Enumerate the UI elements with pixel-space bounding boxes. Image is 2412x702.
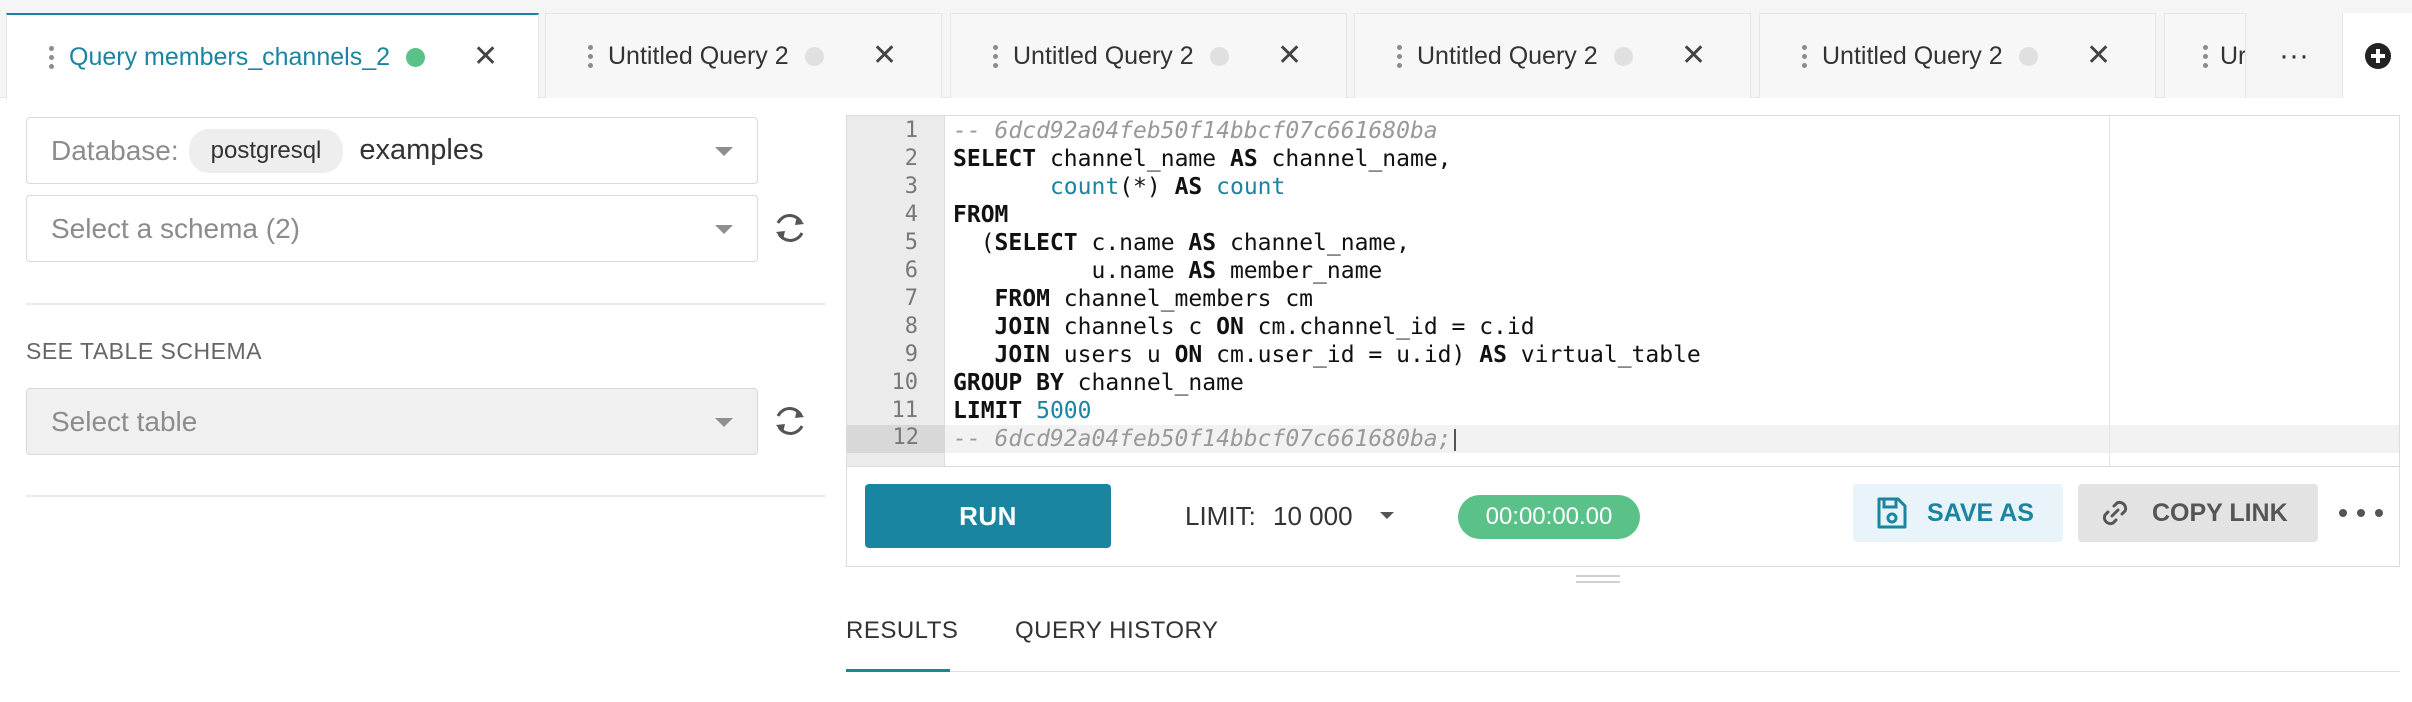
status-dot-icon <box>2018 46 2038 66</box>
limit-dropdown[interactable]: LIMIT: 10 000 <box>1185 501 1353 532</box>
code-line: FROM <box>953 202 1009 228</box>
divider <box>26 303 826 305</box>
code-line: (SELECT c.name AS channel_name, <box>953 230 1410 256</box>
query-tab-bar: Query members_channels_2 ✕ Untitled Quer… <box>0 0 2412 99</box>
active-tab-indicator <box>846 669 950 672</box>
line-number: 7 <box>904 286 918 311</box>
code-line: -- 6dcd92a04feb50f14bbcf07c661680ba; <box>953 426 1452 452</box>
copy-link-label: COPY LINK <box>2152 498 2288 527</box>
close-tab-icon[interactable]: ✕ <box>473 40 499 73</box>
query-tab-3[interactable]: Untitled Query 2 ✕ <box>950 13 1347 98</box>
line-number: 10 <box>891 370 919 395</box>
code-line: count(*) AS count <box>1049 174 1286 200</box>
tab-title: Ur <box>2220 41 2246 70</box>
divider <box>26 495 826 497</box>
sql-editor[interactable]: 1 2 3 4 5 6 7 8 9 10 11 12 -- 6dcd92a04f… <box>846 115 2400 467</box>
code-line: JOIN users u ON cm.user_id = u.id) AS vi… <box>994 342 1701 368</box>
save-as-label: SAVE AS <box>1927 498 2034 527</box>
code-line: -- 6dcd92a04feb50f14bbcf07c661680ba <box>953 118 1438 144</box>
close-tab-icon[interactable]: ✕ <box>872 39 898 72</box>
table-select[interactable]: Select table <box>26 388 758 455</box>
line-number: 5 <box>904 230 918 255</box>
chevron-down-icon[interactable] <box>1380 512 1394 519</box>
database-type-badge: postgresql <box>188 128 344 173</box>
plus-circle-icon <box>2364 42 2391 69</box>
drag-handle-icon[interactable] <box>1393 44 1405 68</box>
resize-handle[interactable] <box>1576 575 1620 587</box>
drag-handle-icon[interactable] <box>45 45 57 69</box>
query-toolbar: RUN LIMIT: 10 000 00:00:00.00 SAVE AS CO… <box>846 467 2400 567</box>
active-line-highlight <box>945 425 2399 453</box>
chevron-down-icon <box>715 225 733 234</box>
more-options-button[interactable] <box>2339 493 2383 533</box>
database-select[interactable]: Database: postgresql examples <box>26 117 758 184</box>
table-schema-heading: SEE TABLE SCHEMA <box>26 338 262 364</box>
link-icon <box>2102 500 2128 526</box>
close-tab-icon[interactable]: ✕ <box>1681 39 1707 72</box>
line-number: 9 <box>904 342 918 367</box>
line-number: 6 <box>904 258 918 283</box>
schema-select[interactable]: Select a schema (2) <box>26 195 758 262</box>
close-tab-icon[interactable]: ✕ <box>1277 39 1303 72</box>
ellipsis-icon: ··· <box>2279 38 2309 72</box>
line-number: 12 <box>892 425 920 450</box>
schema-placeholder: Select a schema (2) <box>51 212 300 244</box>
code-line: u.name AS member_name <box>953 258 1383 284</box>
query-tab-1[interactable]: Query members_channels_2 ✕ <box>6 13 539 99</box>
limit-label: LIMIT: <box>1185 501 1256 531</box>
chevron-down-icon <box>715 147 733 156</box>
line-number: 2 <box>904 146 918 171</box>
line-number: 1 <box>904 118 918 143</box>
status-dot-icon <box>804 46 824 66</box>
drag-handle-icon[interactable] <box>1798 44 1810 68</box>
tabs-divider <box>846 671 2400 672</box>
query-tab-2[interactable]: Untitled Query 2 ✕ <box>545 13 942 98</box>
code-line: GROUP BY channel_name <box>953 370 1244 396</box>
line-number: 8 <box>904 314 918 339</box>
drag-handle-icon[interactable] <box>989 44 1001 68</box>
table-placeholder: Select table <box>51 405 198 437</box>
line-number: 4 <box>904 202 918 227</box>
tab-title: Untitled Query 2 <box>1013 41 1194 70</box>
text-cursor <box>1453 429 1456 451</box>
query-tab-6[interactable]: Ur <box>2164 13 2246 98</box>
line-number-gutter: 1 2 3 4 5 6 7 8 9 10 11 <box>847 116 945 466</box>
status-dot-icon <box>1209 46 1229 66</box>
more-tabs-button[interactable]: ··· <box>2246 13 2342 98</box>
code-line: SELECT channel_name AS channel_name, <box>953 146 1452 172</box>
database-value: examples <box>359 134 484 166</box>
close-tab-icon[interactable]: ✕ <box>2086 39 2112 72</box>
save-as-button[interactable]: SAVE AS <box>1853 484 2063 542</box>
code-line: FROM channel_members cm <box>994 286 1314 312</box>
refresh-table-icon[interactable] <box>770 401 810 441</box>
tab-query-history[interactable]: QUERY HISTORY <box>1015 617 1219 644</box>
tab-title: Query members_channels_2 <box>69 42 390 71</box>
line-number: 3 <box>904 174 918 199</box>
code-line: JOIN channels c ON cm.channel_id = c.id <box>994 314 1535 340</box>
add-tab-button[interactable] <box>2342 13 2412 98</box>
drag-handle-icon[interactable] <box>2203 44 2208 68</box>
query-timer: 00:00:00.00 <box>1458 495 1640 539</box>
tab-results[interactable]: RESULTS <box>846 617 959 644</box>
tab-title: Untitled Query 2 <box>608 41 789 70</box>
run-button[interactable]: RUN <box>865 484 1111 548</box>
copy-link-button[interactable]: COPY LINK <box>2078 484 2318 542</box>
tab-title: Untitled Query 2 <box>1822 41 2003 70</box>
limit-value: 10 000 <box>1273 501 1353 531</box>
line-number: 11 <box>891 398 919 423</box>
save-icon <box>1877 497 1907 529</box>
code-line: LIMIT 5000 <box>953 398 1092 424</box>
status-dot-icon <box>1613 46 1633 66</box>
chevron-down-icon <box>715 418 733 427</box>
query-tab-5[interactable]: Untitled Query 2 ✕ <box>1759 13 2156 98</box>
query-tab-4[interactable]: Untitled Query 2 ✕ <box>1354 13 1751 98</box>
tab-title: Untitled Query 2 <box>1417 41 1598 70</box>
status-dot-icon <box>406 47 425 67</box>
refresh-schema-icon[interactable] <box>770 208 810 248</box>
active-line-gutter: 12 <box>847 425 945 453</box>
drag-handle-icon[interactable] <box>584 44 596 68</box>
print-margin <box>2109 116 2110 466</box>
database-label: Database: <box>51 134 179 166</box>
